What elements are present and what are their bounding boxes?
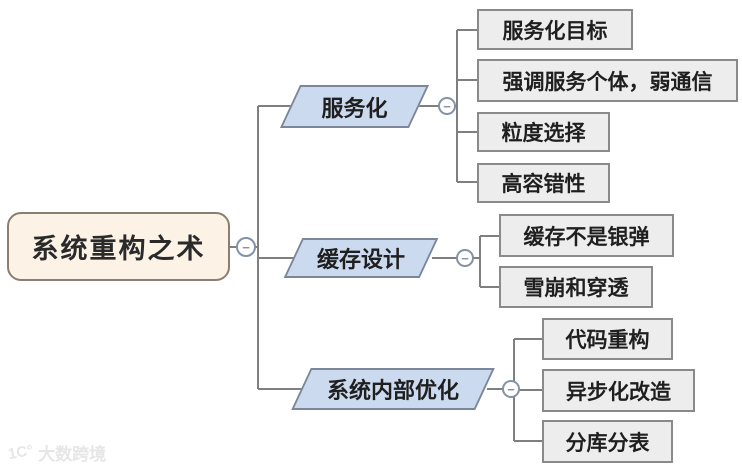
leaf-node-avalanche-penetration[interactable]: 雪崩和穿透 <box>499 266 653 308</box>
root-node-label: 系统重构之术 <box>31 234 206 264</box>
watermark-text: 大数跨境 <box>38 445 107 464</box>
leaf-label: 分库分表 <box>565 431 650 455</box>
minus-icon: − <box>461 250 469 266</box>
leaf-label: 强调服务个体，弱通信 <box>502 70 713 94</box>
leaf-node-cache-not-silver-bullet[interactable]: 缓存不是银弹 <box>499 214 674 257</box>
branch-label: 服务化 <box>321 95 388 121</box>
branch-node-internal-optimization[interactable]: 系统内部优化 <box>290 368 496 410</box>
leaf-label: 代码重构 <box>565 329 650 352</box>
branch-node-cache-design[interactable]: 缓存设计 <box>282 238 440 278</box>
leaf-label: 雪崩和穿透 <box>523 277 629 300</box>
branch-label: 系统内部优化 <box>326 378 459 403</box>
leaf-label: 异步化改造 <box>566 380 671 404</box>
collapse-button-branch-internal-optimization[interactable]: − <box>502 380 520 398</box>
leaf-node-granularity-choice[interactable]: 粒度选择 <box>477 112 610 152</box>
root-node[interactable]: 系统重构之术 <box>7 212 230 281</box>
minus-icon: − <box>443 98 451 114</box>
collapse-button-branch-cache-design[interactable]: − <box>456 249 474 267</box>
leaf-label: 高容错性 <box>501 173 586 196</box>
collapse-button-root[interactable]: − <box>236 237 256 257</box>
leaf-node-code-refactor[interactable]: 代码重构 <box>542 318 673 360</box>
branch-label: 缓存设计 <box>316 247 405 272</box>
minus-icon: − <box>242 239 250 255</box>
leaf-node-service-individual-weak-comm[interactable]: 强调服务个体，弱通信 <box>477 59 738 102</box>
branch-node-servicification[interactable]: 服务化 <box>279 85 430 128</box>
leaf-label: 服务化目标 <box>502 19 608 43</box>
leaf-label: 粒度选择 <box>501 122 586 145</box>
leaf-node-high-fault-tolerance[interactable]: 高容错性 <box>477 163 610 203</box>
watermark: 1C° 大数跨境 <box>6 440 107 465</box>
collapse-button-branch-servicification[interactable]: − <box>438 97 456 115</box>
leaf-node-async-transformation[interactable]: 异步化改造 <box>542 369 695 412</box>
watermark-logo-icon: 1C° <box>6 441 35 464</box>
leaf-label: 缓存不是银弹 <box>523 225 650 249</box>
leaf-node-service-goal[interactable]: 服务化目标 <box>477 9 633 50</box>
leaf-node-sharding[interactable]: 分库分表 <box>542 420 673 463</box>
minus-icon: − <box>507 381 515 397</box>
